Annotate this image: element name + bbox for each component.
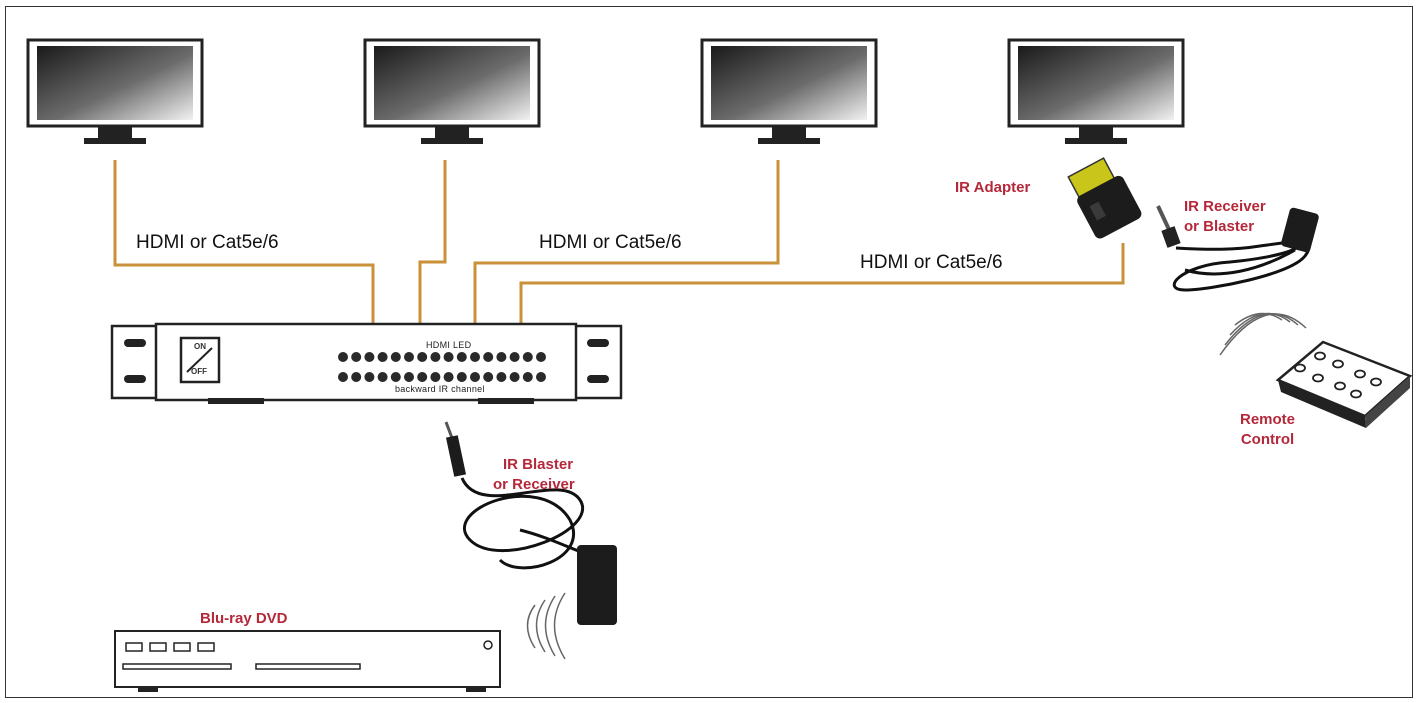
led-0-4 [390, 352, 401, 362]
remote-button-1 [1314, 351, 1326, 361]
led-0-3 [377, 352, 388, 362]
remote-buttons [1294, 351, 1382, 399]
ir-receiver-label-line2: or Blaster [1184, 218, 1255, 235]
bluray-player [114, 630, 501, 692]
led-1-15 [536, 372, 546, 382]
led-0-6 [417, 352, 428, 362]
remote-button-6 [1350, 389, 1362, 399]
panel-top-text: HDMI LED [426, 340, 472, 350]
cable-2 [418, 160, 447, 326]
switch-off-label: OFF [191, 367, 207, 376]
led-0-11 [483, 352, 494, 362]
led-1-3 [377, 372, 388, 382]
led-0-1 [351, 352, 362, 362]
monitor-1 [26, 38, 204, 144]
diagram-frame [5, 6, 1413, 698]
hdmi-extender-unit [110, 322, 623, 404]
remote-button-7 [1370, 377, 1382, 387]
led-1-13 [509, 372, 520, 382]
led-1-12 [496, 372, 507, 382]
led-0-12 [496, 352, 507, 362]
ir-receiver-label: IR Receiver or Blaster [1184, 197, 1266, 237]
blaster-waves [526, 592, 566, 660]
ir-blaster-bottom [444, 421, 617, 660]
bluray-label: Blu-ray DVD [200, 610, 288, 627]
led-0-0 [338, 352, 348, 362]
led-rows [338, 352, 546, 382]
led-0-2 [364, 352, 375, 362]
remote-button-4 [1334, 381, 1346, 391]
panel-bottom-text: backward IR channel [395, 384, 485, 394]
remote-button-0 [1294, 363, 1306, 373]
led-1-6 [417, 372, 428, 382]
ir-blaster-label-line1: IR Blaster [503, 456, 574, 473]
led-0-5 [404, 352, 414, 362]
ir-adapter [1067, 157, 1142, 239]
cable-3 [473, 160, 780, 326]
remote-button-2 [1332, 359, 1344, 369]
ir-blaster-label: IR Blaster or Receiver [493, 455, 575, 495]
led-1-5 [404, 372, 414, 382]
led-1-14 [522, 372, 533, 382]
cable-4 [519, 243, 1125, 326]
remote-button-5 [1354, 369, 1366, 379]
led-1-9 [456, 372, 467, 382]
cables [113, 160, 1125, 326]
led-1-2 [364, 372, 375, 382]
remote-control-label-line1: Remote [1240, 411, 1296, 428]
remote-button-3 [1312, 373, 1324, 383]
led-1-8 [443, 372, 454, 382]
remote-control-label-line2: Control [1240, 431, 1295, 448]
led-0-13 [509, 352, 520, 362]
monitor-4 [1007, 38, 1185, 144]
cable-label-2: HDMI or Cat5e/6 [539, 232, 682, 253]
led-1-4 [390, 372, 401, 382]
led-0-10 [470, 352, 480, 362]
led-0-7 [430, 352, 441, 362]
led-0-15 [536, 352, 546, 362]
monitor-3 [700, 38, 878, 144]
remote-control-label: Remote Control [1240, 410, 1295, 450]
cable-label-1: HDMI or Cat5e/6 [136, 232, 279, 253]
monitor-2 [363, 38, 541, 144]
led-1-1 [351, 372, 362, 382]
remote-control [1219, 312, 1413, 428]
led-0-8 [443, 352, 454, 362]
ir-adapter-label: IR Adapter [955, 179, 1031, 196]
led-1-10 [470, 372, 480, 382]
led-1-11 [483, 372, 494, 382]
led-1-0 [338, 372, 348, 382]
ir-receiver-right [1156, 205, 1319, 292]
remote-waves [1219, 312, 1307, 356]
led-0-9 [456, 352, 467, 362]
ir-receiver-label-line1: IR Receiver [1184, 198, 1266, 215]
cable-1 [113, 160, 375, 326]
led-0-14 [522, 352, 533, 362]
led-1-7 [430, 372, 441, 382]
cable-label-3: HDMI or Cat5e/6 [860, 252, 1003, 273]
ir-blaster-label-line2: or Receiver [493, 476, 575, 493]
switch-on-label: ON [194, 342, 206, 351]
